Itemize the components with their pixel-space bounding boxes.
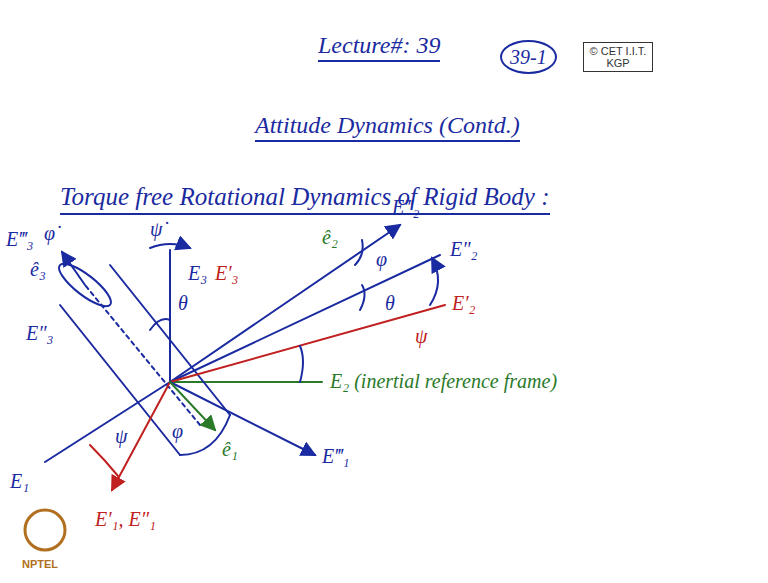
angle-label: φ: [376, 248, 387, 270]
angle-label: θ: [178, 292, 188, 314]
topic-heading: Torque free Rotational Dynamics of Rigid…: [60, 183, 550, 215]
axis-label: E‴₁: [322, 445, 350, 467]
logo-text: NPTEL: [22, 558, 58, 570]
axis-label: E′₂: [452, 292, 476, 314]
angle-rate: ψ̇: [150, 218, 162, 240]
axis-label: E‴₃: [6, 228, 34, 250]
section-heading: Attitude Dynamics (Contd.): [255, 112, 520, 142]
unit-vector: ê₂: [322, 226, 338, 248]
angle-rate: φ̇: [44, 222, 55, 244]
axis-label: E″₃: [26, 322, 54, 344]
angle-label: θ: [385, 292, 395, 314]
axis-label: E′₃: [215, 262, 239, 284]
lecture-title: Lecture#: 39: [318, 32, 440, 62]
axis-label: E₁: [10, 470, 29, 492]
unit-vector: ê₁: [222, 438, 238, 460]
angle-label: ψ: [415, 325, 427, 347]
unit-vector: ê₃: [30, 258, 46, 280]
angle-label: ψ: [115, 425, 127, 447]
angle-label: φ: [172, 420, 183, 442]
axis-label: E₃: [188, 262, 207, 284]
page-number: 39-1: [500, 40, 557, 74]
axis-label: E′₁, E″₁: [95, 508, 156, 530]
axis-label: E‴₂: [392, 196, 420, 218]
axis-label: E₂ (inertial reference frame): [330, 370, 557, 392]
axis-label: E″₂: [450, 238, 478, 260]
copyright-mark: © CET I.I.T. KGP: [583, 42, 653, 72]
